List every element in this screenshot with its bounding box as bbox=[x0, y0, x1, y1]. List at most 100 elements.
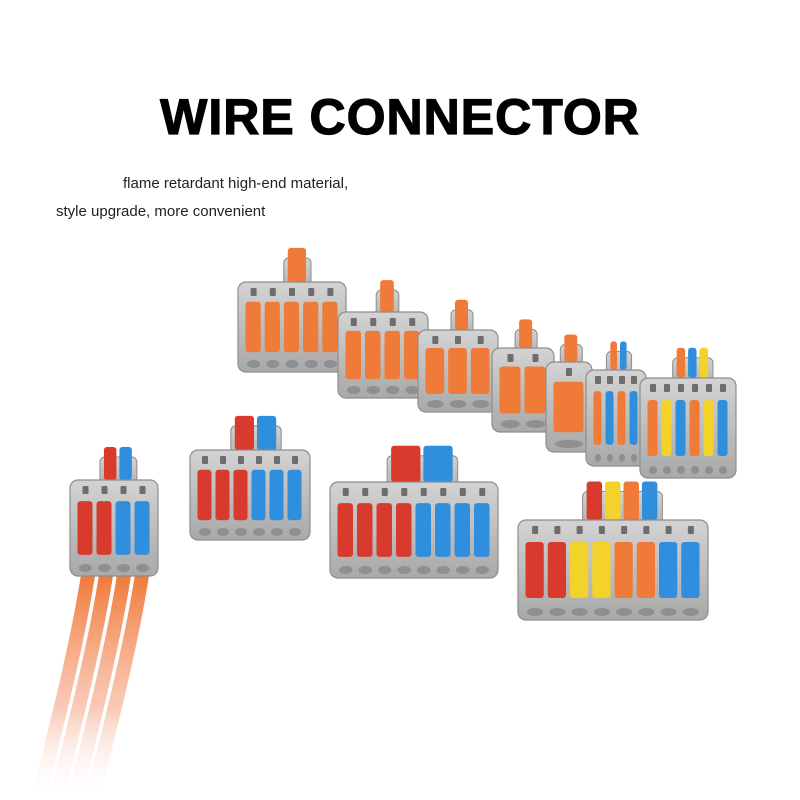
wire-hole bbox=[323, 360, 337, 368]
input-lever bbox=[699, 347, 708, 378]
wire-hole bbox=[285, 360, 299, 368]
output-lever bbox=[454, 503, 470, 557]
test-port bbox=[139, 486, 146, 494]
output-lever bbox=[614, 542, 633, 598]
wire-hole bbox=[386, 386, 400, 394]
wire bbox=[67, 568, 131, 800]
output-lever bbox=[553, 381, 584, 433]
test-port bbox=[308, 288, 315, 296]
output-lever bbox=[283, 301, 300, 353]
wire-hole bbox=[449, 400, 467, 408]
test-port bbox=[409, 318, 416, 326]
wire-hole bbox=[705, 466, 713, 474]
output-lever bbox=[264, 301, 280, 353]
wire-bundle bbox=[31, 568, 149, 800]
connector-2 bbox=[337, 280, 429, 399]
wire-hole bbox=[217, 528, 229, 536]
connector-group bbox=[69, 247, 737, 621]
wire-hole bbox=[719, 466, 727, 474]
test-port bbox=[327, 288, 334, 296]
wire bbox=[85, 568, 149, 800]
wire-hole bbox=[631, 454, 637, 462]
output-lever bbox=[689, 400, 700, 456]
output-lever bbox=[470, 348, 490, 394]
wire-hole bbox=[593, 608, 610, 616]
input-lever bbox=[641, 481, 658, 520]
housing bbox=[329, 481, 499, 579]
wire-hole bbox=[619, 454, 625, 462]
output-lever bbox=[115, 501, 131, 555]
output-lever bbox=[675, 400, 686, 456]
test-port bbox=[432, 336, 439, 344]
test-port bbox=[554, 526, 561, 534]
housing bbox=[517, 519, 709, 621]
wire-hole bbox=[475, 566, 489, 574]
wire-hole bbox=[427, 400, 444, 408]
output-lever bbox=[525, 542, 544, 598]
test-port bbox=[479, 488, 486, 496]
test-port bbox=[289, 288, 295, 296]
input-lever bbox=[257, 415, 277, 450]
wire-hole bbox=[347, 386, 361, 394]
output-lever bbox=[617, 391, 626, 445]
output-lever bbox=[629, 391, 638, 445]
wire-hole bbox=[253, 528, 265, 536]
test-port bbox=[598, 526, 605, 534]
connector-5 bbox=[545, 334, 593, 453]
test-port bbox=[370, 318, 377, 326]
output-lever bbox=[96, 501, 112, 555]
wire-hole bbox=[638, 608, 655, 616]
wire-hole bbox=[235, 528, 247, 536]
tagline-line-2: style upgrade, more convenient bbox=[56, 203, 266, 220]
wire-hole bbox=[663, 466, 671, 474]
input-lever bbox=[391, 445, 421, 482]
test-port bbox=[576, 526, 583, 534]
output-lever bbox=[345, 330, 361, 380]
test-port bbox=[401, 488, 408, 496]
wire-hole bbox=[616, 608, 633, 616]
wire-hole bbox=[555, 440, 583, 448]
input-lever bbox=[380, 280, 394, 312]
test-port bbox=[362, 488, 369, 496]
output-lever bbox=[592, 542, 611, 598]
test-port bbox=[692, 384, 698, 392]
output-lever bbox=[605, 391, 614, 445]
connector-11 bbox=[517, 481, 709, 621]
wire-hole bbox=[456, 566, 470, 574]
output-lever bbox=[215, 469, 230, 521]
output-lever bbox=[396, 503, 412, 557]
test-port bbox=[664, 384, 670, 392]
output-lever bbox=[287, 469, 302, 521]
input-lever bbox=[287, 247, 307, 282]
input-lever bbox=[234, 415, 254, 450]
output-lever bbox=[376, 503, 392, 557]
wire-hole bbox=[417, 566, 431, 574]
test-port bbox=[250, 288, 257, 296]
wire bbox=[31, 568, 95, 800]
output-lever bbox=[233, 469, 248, 521]
wire-hole bbox=[571, 608, 588, 616]
output-lever bbox=[661, 400, 672, 456]
wire-hole bbox=[358, 566, 372, 574]
output-lever bbox=[322, 301, 338, 353]
wire-hole bbox=[660, 608, 677, 616]
wire-hole bbox=[117, 564, 130, 572]
connector-7 bbox=[639, 347, 737, 479]
test-port bbox=[687, 526, 694, 534]
test-port bbox=[350, 318, 357, 326]
wire-hole bbox=[98, 564, 111, 572]
test-port bbox=[650, 384, 656, 392]
wire-hole bbox=[595, 454, 601, 462]
test-port bbox=[477, 336, 484, 344]
test-port bbox=[440, 488, 447, 496]
test-port bbox=[389, 318, 396, 326]
input-lever bbox=[455, 299, 468, 330]
wire-hole bbox=[339, 566, 353, 574]
output-lever bbox=[570, 542, 589, 598]
test-port bbox=[274, 456, 280, 464]
input-lever bbox=[519, 319, 533, 348]
input-lever bbox=[119, 447, 132, 480]
test-port bbox=[532, 354, 539, 362]
output-lever bbox=[245, 301, 261, 353]
